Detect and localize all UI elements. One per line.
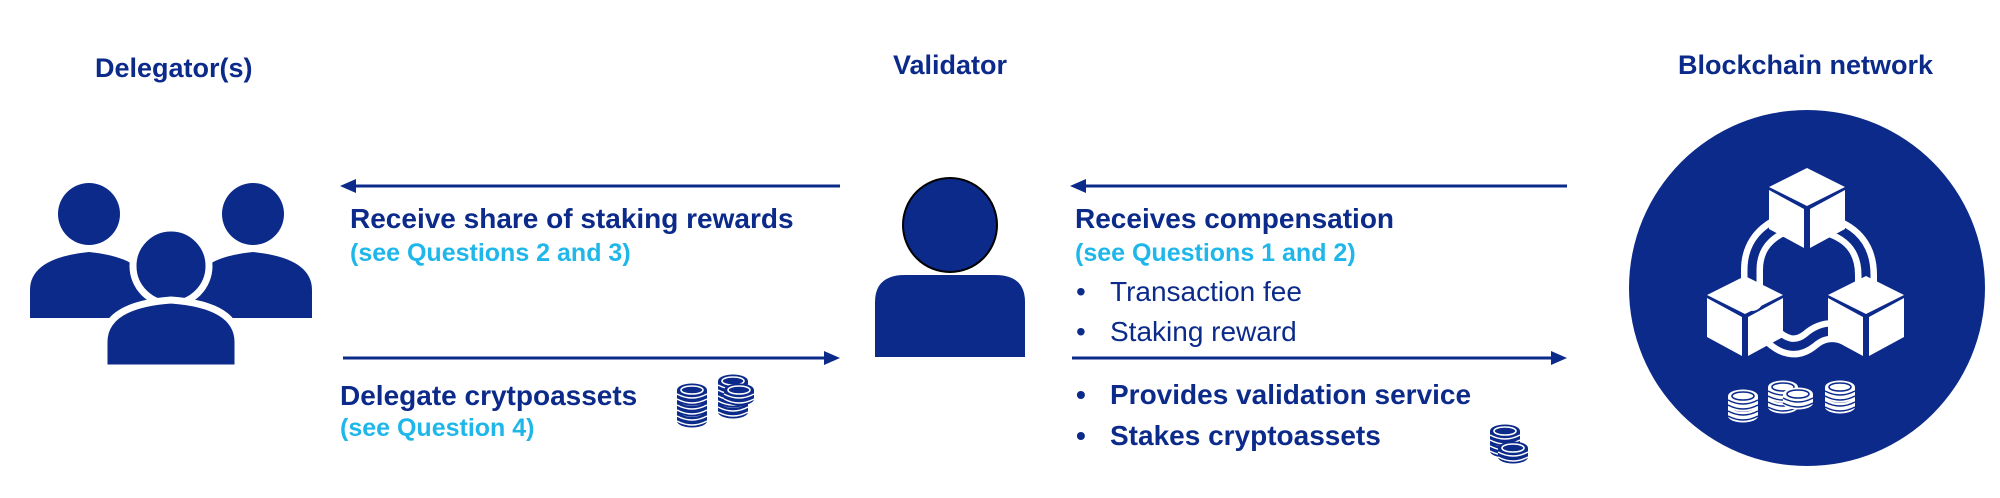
delegators-heading: Delegator(s) (95, 53, 253, 83)
validator-heading: Validator (893, 50, 1008, 80)
arrow-rewards-left (340, 179, 840, 193)
list-item: • Provides validation service (1076, 379, 1471, 411)
bullet: • (1076, 379, 1086, 410)
bullet: • (1076, 420, 1086, 451)
rewards-share-title: Receive share of staking rewards (350, 203, 794, 234)
blockchain-network-icon (1629, 110, 1985, 466)
bullet: • (1076, 276, 1086, 307)
network-heading: Blockchain network (1678, 50, 1934, 80)
validation-service-label: Provides validation service (1110, 379, 1472, 410)
coins-icon (676, 373, 755, 429)
delegate-ref: (see Question 4) (340, 414, 535, 442)
rewards-share-ref: (see Questions 2 and 3) (350, 239, 631, 267)
people-group-icon (30, 183, 312, 372)
list-item: • Staking reward (1076, 316, 1297, 348)
compensation-title: Receives compensation (1075, 203, 1395, 234)
transaction-fee-label: Transaction fee (1110, 276, 1302, 307)
arrow-compensation-left (1070, 179, 1567, 193)
delegate-title: Delegate crytpoassets (340, 380, 638, 411)
arrow-validation-right (1072, 351, 1567, 365)
compensation-ref: (see Questions 1 and 2) (1075, 239, 1356, 267)
list-item: • Transaction fee (1076, 276, 1302, 308)
coins-icon (1489, 423, 1529, 465)
list-item: • Stakes cryptoassets (1076, 420, 1381, 452)
bullet: • (1076, 316, 1086, 347)
staking-reward-label: Staking reward (1110, 316, 1297, 347)
arrow-delegate-right (343, 351, 840, 365)
stakes-cryptoassets-label: Stakes cryptoassets (1110, 420, 1381, 451)
person-icon (875, 177, 1025, 357)
